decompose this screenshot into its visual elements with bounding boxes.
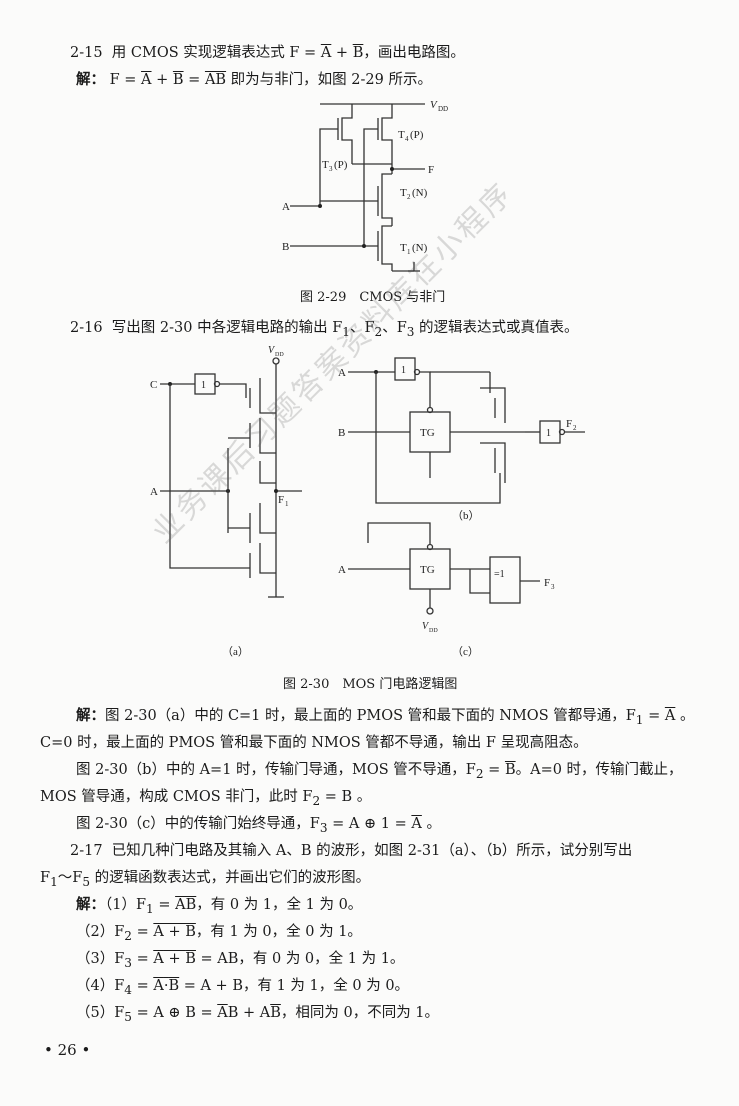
- problem-2-15: 2-15 用 CMOS 实现逻辑表达式 F = A + B，画出电路图。: [70, 45, 465, 61]
- svg-text:4: 4: [405, 135, 409, 143]
- svg-text:DD: DD: [429, 628, 438, 634]
- svg-text:DD: DD: [275, 352, 284, 358]
- svg-text:3: 3: [329, 165, 333, 173]
- input-a-c-label: A: [338, 564, 346, 576]
- problem-2-16: 2-16 写出图 2-30 中各逻辑电路的输出 F1、F2、F3 的逻辑表达式或…: [70, 320, 579, 339]
- circuit-a: V DD C 1 A F 1 （a）: [150, 345, 302, 658]
- svg-text:(P): (P): [410, 129, 424, 141]
- output-f-label: F: [428, 164, 434, 176]
- output-f1-label: F: [278, 494, 284, 506]
- svg-text:1: 1: [285, 500, 289, 508]
- xor-gate: =1: [494, 569, 505, 580]
- not-gate-a: 1: [201, 380, 206, 391]
- svg-text:3: 3: [551, 583, 555, 591]
- input-c-label: C: [150, 379, 157, 391]
- svg-text:1: 1: [407, 248, 411, 256]
- output-f3-label: F: [544, 577, 550, 589]
- solution-2-16-a: 解：图 2-30（a）中的 C=1 时，最上面的 PMOS 管和最下面的 NMO…: [76, 707, 695, 727]
- input-a-label: A: [150, 486, 158, 498]
- problem-2-17: 2-17 已知几种门电路及其输入 A、B 的波形，如图 2-31（a）、（b）所…: [70, 843, 633, 859]
- input-a-label: A: [282, 201, 290, 213]
- solution-2-17-item-3: （3）F3 = A + B = AB，有 0 为 0，全 1 为 1。: [76, 951, 405, 970]
- solution-2-16-a-line2: C=0 时，最上面的 PMOS 管和最下面的 NMOS 管都不导通，输出 F 呈…: [40, 735, 588, 751]
- page-number: • 26 •: [44, 1041, 91, 1059]
- circuit-b: A 1 B TG 1 F 2 （b）: [338, 357, 585, 522]
- solution-2-17-item-4: （4）F4 = A·B = A + B，有 1 为 1，全 0 为 0。: [76, 978, 410, 997]
- tg-b: TG: [420, 427, 435, 439]
- svg-text:T: T: [322, 159, 329, 171]
- solution-2-17-item-1: 解：（1）F1 = AB，有 0 为 1，全 1 为 0。: [76, 896, 363, 916]
- output-f2-label: F: [566, 418, 572, 430]
- svg-text:2: 2: [407, 193, 411, 201]
- solution-2-16-b: 图 2-30（b）中的 A=1 时，传输门导通，MOS 管不导通，F2 = B。…: [76, 762, 683, 781]
- input-b-b-label: B: [338, 427, 345, 439]
- solution-2-17-item-2: （2）F2 = A + B，有 1 为 0，全 0 为 1。: [76, 924, 362, 943]
- not-gate-b2: 1: [546, 428, 551, 439]
- svg-text:T: T: [400, 187, 407, 199]
- solution-2-16-c: 图 2-30（c）中的传输门始终导通，F3 = A ⊕ 1 = A 。: [76, 816, 441, 835]
- tg-c: TG: [420, 564, 435, 576]
- vdd-sub: DD: [438, 105, 448, 113]
- problem-2-17-line2: F1～F5 的逻辑函数表达式，并画出它们的波形图。: [40, 870, 371, 889]
- solution-2-15: 解： F = A + B = AB 即为与非门，如图 2-29 所示。: [76, 71, 432, 88]
- svg-text:（b）: （b）: [452, 509, 480, 522]
- figure-2-30-caption: 图 2-30 MOS 门电路逻辑图: [283, 677, 458, 692]
- svg-text:(N): (N): [412, 187, 428, 199]
- svg-text:（c）: （c）: [452, 645, 479, 658]
- svg-text:(N): (N): [412, 242, 428, 254]
- circuit-c: A TG V DD =1 F 3 （c）: [338, 522, 555, 658]
- svg-text:T: T: [400, 242, 407, 254]
- svg-text:2: 2: [573, 424, 577, 432]
- vdd-label: V: [430, 99, 438, 111]
- svg-text:（a）: （a）: [222, 645, 249, 658]
- input-a-b-label: A: [338, 367, 346, 379]
- svg-text:T: T: [398, 129, 405, 141]
- solution-2-16-b-line2: MOS 管导通，构成 CMOS 非门，此时 F2 = B 。: [40, 789, 372, 808]
- not-gate-b: 1: [401, 365, 406, 376]
- input-b-label: B: [282, 241, 289, 253]
- svg-text:(P): (P): [334, 159, 348, 171]
- svg-text:V: V: [422, 621, 430, 632]
- figure-2-29-caption: 图 2-29 CMOS 与非门: [300, 290, 446, 305]
- figure-2-29-cmos-nand: V DD T 3 (P) T 4 (P) F A T 2 (N) B T 1 (…: [282, 99, 448, 272]
- svg-text:V: V: [268, 345, 276, 356]
- figure-2-30-mos-circuits: V DD C 1 A F 1 （a） A: [150, 345, 585, 658]
- solution-2-17-item-5: （5）F5 = A ⊕ B = AB + AB，相同为 0，不同为 1。: [76, 1005, 440, 1024]
